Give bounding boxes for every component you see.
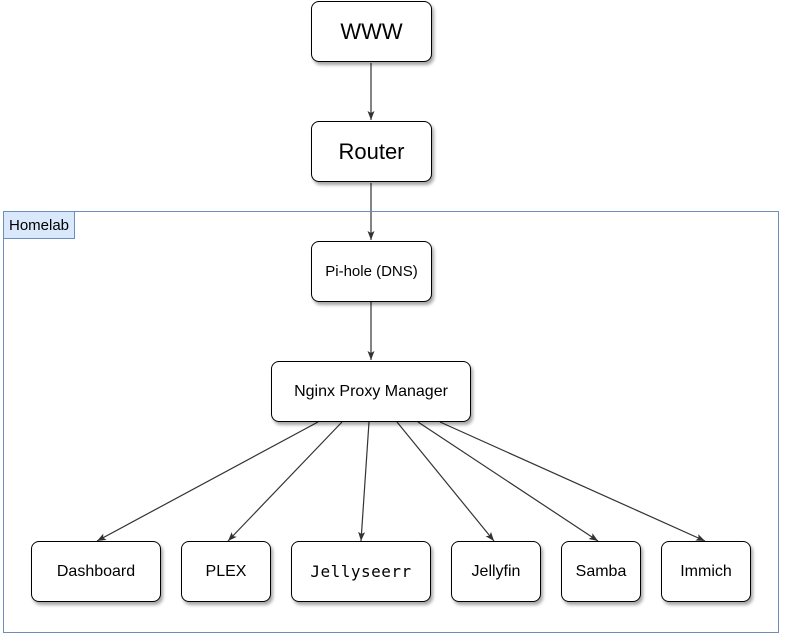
- node-dashboard[interactable]: Dashboard: [31, 541, 161, 602]
- edge-nginx-to-samba: [417, 421, 599, 542]
- edge-nginx-to-dashboard: [96, 421, 319, 542]
- node-samba[interactable]: Samba: [561, 541, 641, 602]
- node-plex[interactable]: PLEX: [181, 541, 271, 602]
- homelab-group: [3, 211, 779, 633]
- node-jellyseerr[interactable]: Jellyseerr: [291, 541, 431, 602]
- edge-nginx-to-jellyseerr: [358, 421, 370, 542]
- homelab-group-label: Homelab: [3, 211, 76, 239]
- node-pihole[interactable]: Pi-hole (DNS): [311, 241, 432, 302]
- node-immich[interactable]: Immich: [661, 541, 751, 602]
- node-www[interactable]: WWW: [311, 1, 432, 62]
- node-nginx-proxy-manager[interactable]: Nginx Proxy Manager: [271, 361, 471, 422]
- node-router[interactable]: Router: [311, 121, 432, 182]
- edge-nginx-to-jellyfin: [396, 421, 495, 542]
- edge-nginx-to-immich: [439, 421, 706, 542]
- node-jellyfin[interactable]: Jellyfin: [451, 541, 541, 602]
- edge-nginx-to-plex: [227, 421, 343, 542]
